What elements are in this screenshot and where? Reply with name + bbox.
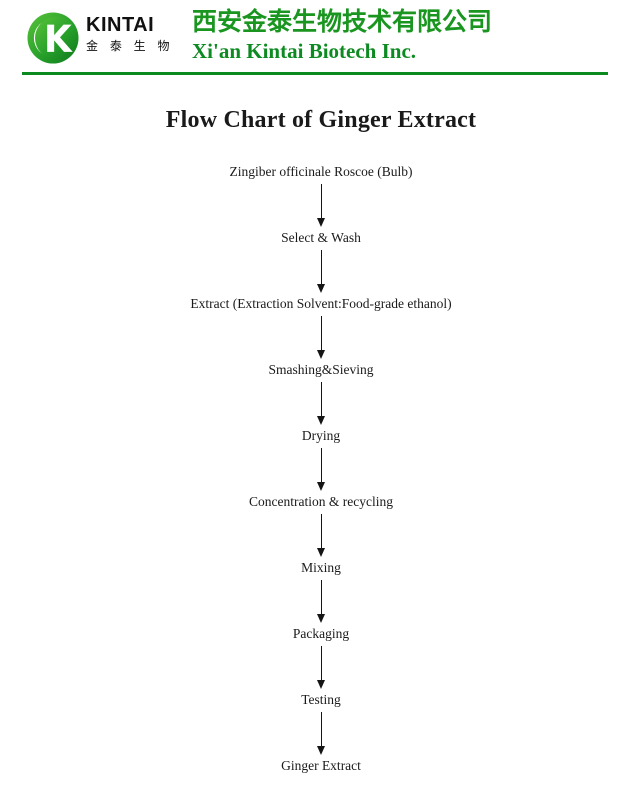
flow-arrow-shaft: [320, 382, 322, 418]
flow-arrow-shaft: [320, 316, 322, 352]
logo-latin-text: KINTAI: [86, 14, 155, 36]
flow-arrow-shaft: [320, 250, 322, 286]
page-title: Flow Chart of Ginger Extract: [165, 107, 477, 133]
logo-chinese-text: 金 泰 生 物: [86, 39, 174, 53]
flow-step: Drying: [301, 428, 341, 443]
flow-arrow-icon: [0, 378, 642, 427]
flow-step: Zingiber officinale Roscoe (Bulb): [229, 164, 413, 179]
flow-arrow-icon: [0, 180, 642, 229]
flow-step: Select & Wash: [281, 230, 361, 245]
flow-step: Smashing&Sieving: [268, 362, 374, 377]
flow-step: Ginger Extract: [281, 758, 361, 773]
flow-arrow-shaft: [320, 580, 322, 616]
page-header: KINTAI 金 泰 生 物 西安金泰生物技术有限公司 Xi'an Kintai…: [0, 0, 642, 82]
flow-arrow-icon: [0, 642, 642, 691]
flow-arrow-icon: [0, 708, 642, 757]
flow-arrow-head: [316, 680, 325, 689]
flow-step: Testing: [301, 692, 341, 707]
flow-arrow-icon: [0, 444, 642, 493]
company-name-chinese: 西安金泰生物技术有限公司: [192, 7, 493, 36]
flow-arrow-icon: [0, 312, 642, 361]
flow-arrow-shaft: [320, 184, 322, 220]
flow-step: Packaging: [292, 626, 350, 641]
company-name-english: Xi'an Kintai Biotech Inc.: [192, 39, 417, 63]
flow-step: Concentration & recycling: [249, 494, 393, 509]
flow-arrow-head: [316, 218, 325, 227]
flow-arrow-head: [316, 482, 325, 491]
flow-arrow-head: [316, 350, 325, 359]
flow-arrow-shaft: [320, 514, 322, 550]
flow-step: Extract (Extraction Solvent:Food-grade e…: [190, 296, 452, 311]
flow-arrow-head: [316, 416, 325, 425]
flow-arrow-icon: [0, 510, 642, 559]
company-names: 西安金泰生物技术有限公司 Xi'an Kintai Biotech Inc.: [192, 6, 492, 64]
flow-arrow-shaft: [320, 646, 322, 682]
logo-wordmark: KINTAI 金 泰 生 物: [86, 15, 190, 55]
flow-arrow-shaft: [320, 448, 322, 484]
flow-arrow-head: [316, 614, 325, 623]
flow-arrow-head: [316, 548, 325, 557]
flow-arrow-icon: [0, 576, 642, 625]
flow-arrow-shaft: [320, 712, 322, 748]
kintai-circular-k-logo-icon: [27, 12, 79, 64]
brand-logo: KINTAI 金 泰 生 物: [24, 7, 189, 69]
flow-arrow-head: [316, 746, 325, 755]
ginger-extract-flowchart: Zingiber officinale Roscoe (Bulb) Select …: [0, 163, 642, 774]
flow-arrow-head: [316, 284, 325, 293]
flow-arrow-icon: [0, 246, 642, 295]
flow-step: Mixing: [301, 560, 341, 575]
header-divider: [22, 72, 608, 75]
